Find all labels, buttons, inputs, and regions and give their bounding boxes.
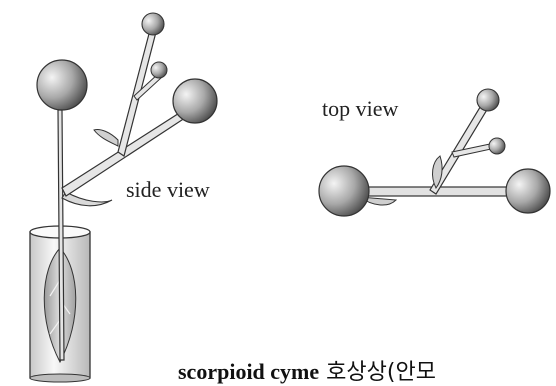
- caption-korean: 호상상(안모: [326, 360, 436, 385]
- top-view-label: top view: [322, 96, 398, 122]
- caption-term: scorpioid cyme: [178, 359, 319, 384]
- top-flower-left: [319, 166, 369, 216]
- flower-side: [173, 79, 217, 123]
- top-flower-right: [506, 169, 550, 213]
- bract-upper: [94, 129, 118, 146]
- flower-bud: [151, 62, 167, 78]
- caption: scorpioid cyme 호상상(안모: [178, 354, 436, 386]
- side-view-label: side view: [126, 177, 210, 203]
- top-flower-upper: [477, 89, 499, 111]
- top-flower-bud: [489, 138, 505, 154]
- flower-main: [37, 60, 87, 110]
- flower-top-small: [142, 13, 164, 35]
